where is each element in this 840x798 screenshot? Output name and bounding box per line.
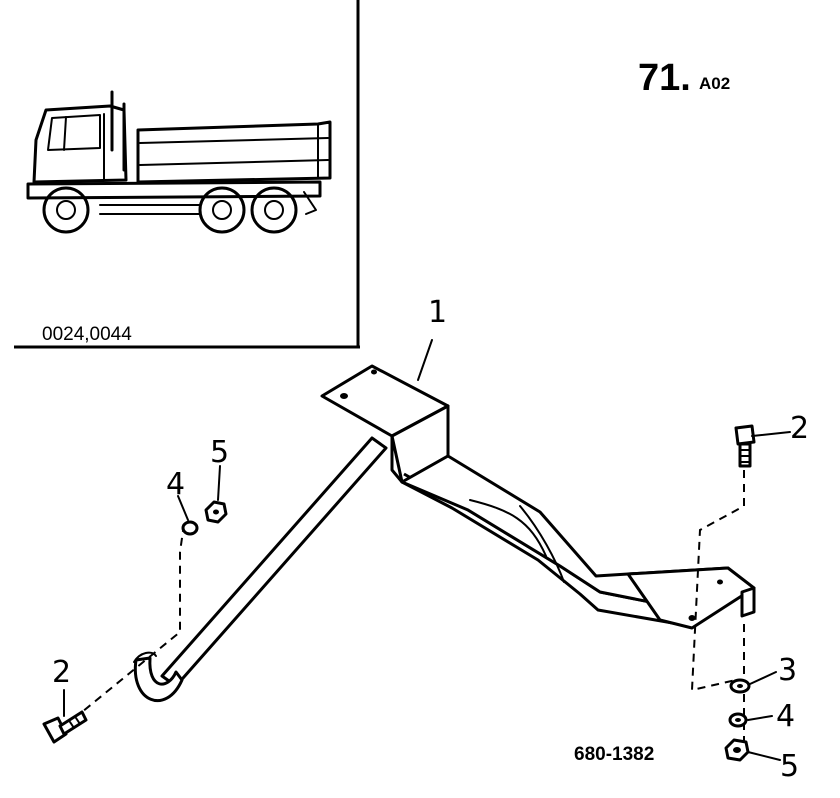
callout-bracket: 1: [428, 295, 447, 330]
lock-washer-left: [181, 520, 199, 536]
callout-lock-washer-right: 4: [776, 699, 795, 734]
callout-nut-left: 5: [210, 435, 229, 470]
bolt-left: [42, 710, 88, 744]
inset-frame: [14, 0, 360, 349]
nut-right: [724, 738, 750, 762]
callout-lock-washer-left: 4: [166, 467, 185, 502]
assembly-lines: [81, 470, 745, 756]
page-number: 71.: [638, 57, 691, 99]
nut-left: [204, 500, 228, 524]
callout-nut-right: 5: [780, 749, 799, 784]
callout-bolt-top: 2: [790, 411, 809, 446]
support-bracket: [133, 364, 756, 702]
leader-lines: [63, 339, 791, 761]
inset-model-codes: 0024,0044: [42, 324, 132, 345]
washer-right: [729, 678, 751, 694]
callout-bolt-left: 2: [52, 655, 71, 690]
bolt-top-right: [734, 424, 756, 468]
dump-truck-illustration: [26, 90, 332, 234]
lock-washer-right: [728, 712, 748, 728]
callout-washer-right: 3: [778, 653, 797, 688]
page-number-suffix: A02: [699, 74, 730, 93]
drawing-number: 680-1382: [574, 744, 654, 765]
